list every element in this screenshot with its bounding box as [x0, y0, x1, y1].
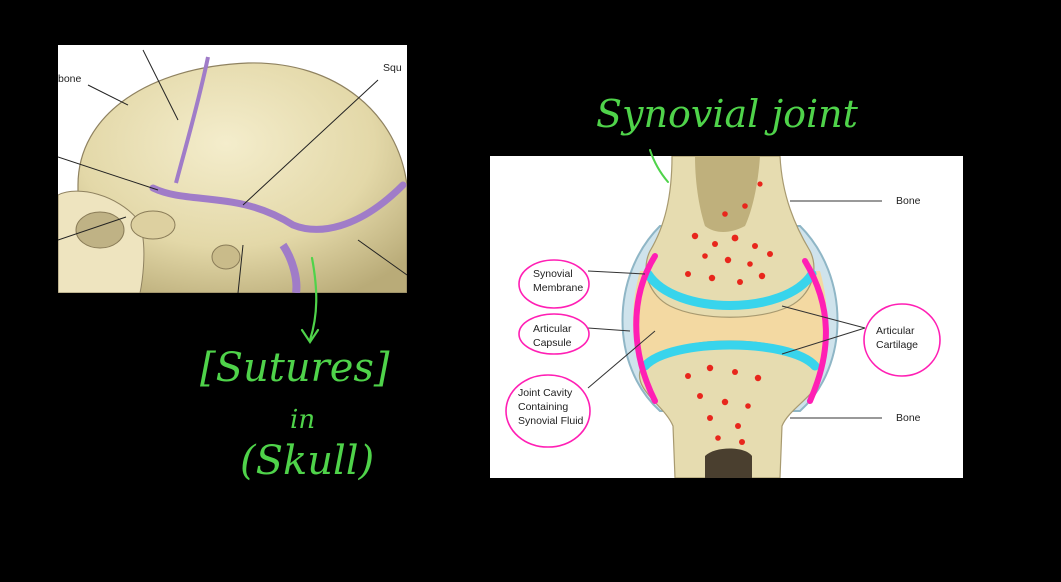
- zygomatic-shape: [130, 210, 176, 240]
- leader-line: [58, 156, 159, 191]
- leader-line: [587, 270, 646, 275]
- leader-line: [237, 244, 244, 293]
- lower-cartilage: [640, 340, 820, 371]
- leader-line: [587, 327, 631, 332]
- arrow-head: [300, 328, 320, 344]
- highlight-circle: [518, 259, 590, 309]
- suture-lambdoid: [279, 242, 301, 293]
- leader-line: [87, 84, 129, 106]
- marrow-dots: [685, 181, 773, 445]
- handwritten-skull: (Skull): [240, 438, 375, 484]
- label-bone-bottom: Bone: [896, 412, 921, 424]
- joint-drawing: [490, 156, 963, 478]
- arrow-to-sutures: [308, 256, 318, 342]
- suture-coronal: [174, 56, 210, 184]
- leader-line: [587, 330, 656, 389]
- orbit-shape: [75, 211, 125, 249]
- lower-marrow: [705, 448, 752, 478]
- handwritten-in: in: [290, 405, 316, 435]
- highlight-circle: [518, 313, 590, 355]
- label-bone: bone: [58, 73, 82, 85]
- leader-line: [242, 79, 379, 206]
- leader-line: [58, 216, 127, 241]
- leader-line: [781, 305, 866, 329]
- skull-drawing: [58, 45, 407, 293]
- label-squamous: Squ: [383, 62, 402, 74]
- highlight-circle: [505, 374, 591, 448]
- arrow-to-joint: [649, 149, 669, 183]
- skull-illustration: bone Squ: [58, 45, 407, 293]
- leader-line: [781, 327, 866, 355]
- leader-line: [357, 239, 407, 276]
- handwritten-sutures: [Sutures]: [200, 345, 390, 391]
- label-bone-top: Bone: [896, 195, 921, 207]
- leader-line: [142, 49, 179, 121]
- suture-squamous: [149, 181, 407, 233]
- highlight-membrane-left: [633, 253, 658, 404]
- upper-marrow: [695, 156, 760, 232]
- highlight-membrane-right: [802, 258, 829, 404]
- ear-canal-shape: [211, 244, 241, 270]
- handwritten-title: Synovial joint: [596, 92, 858, 136]
- upper-cartilage: [643, 269, 817, 310]
- highlight-circle: [863, 303, 941, 377]
